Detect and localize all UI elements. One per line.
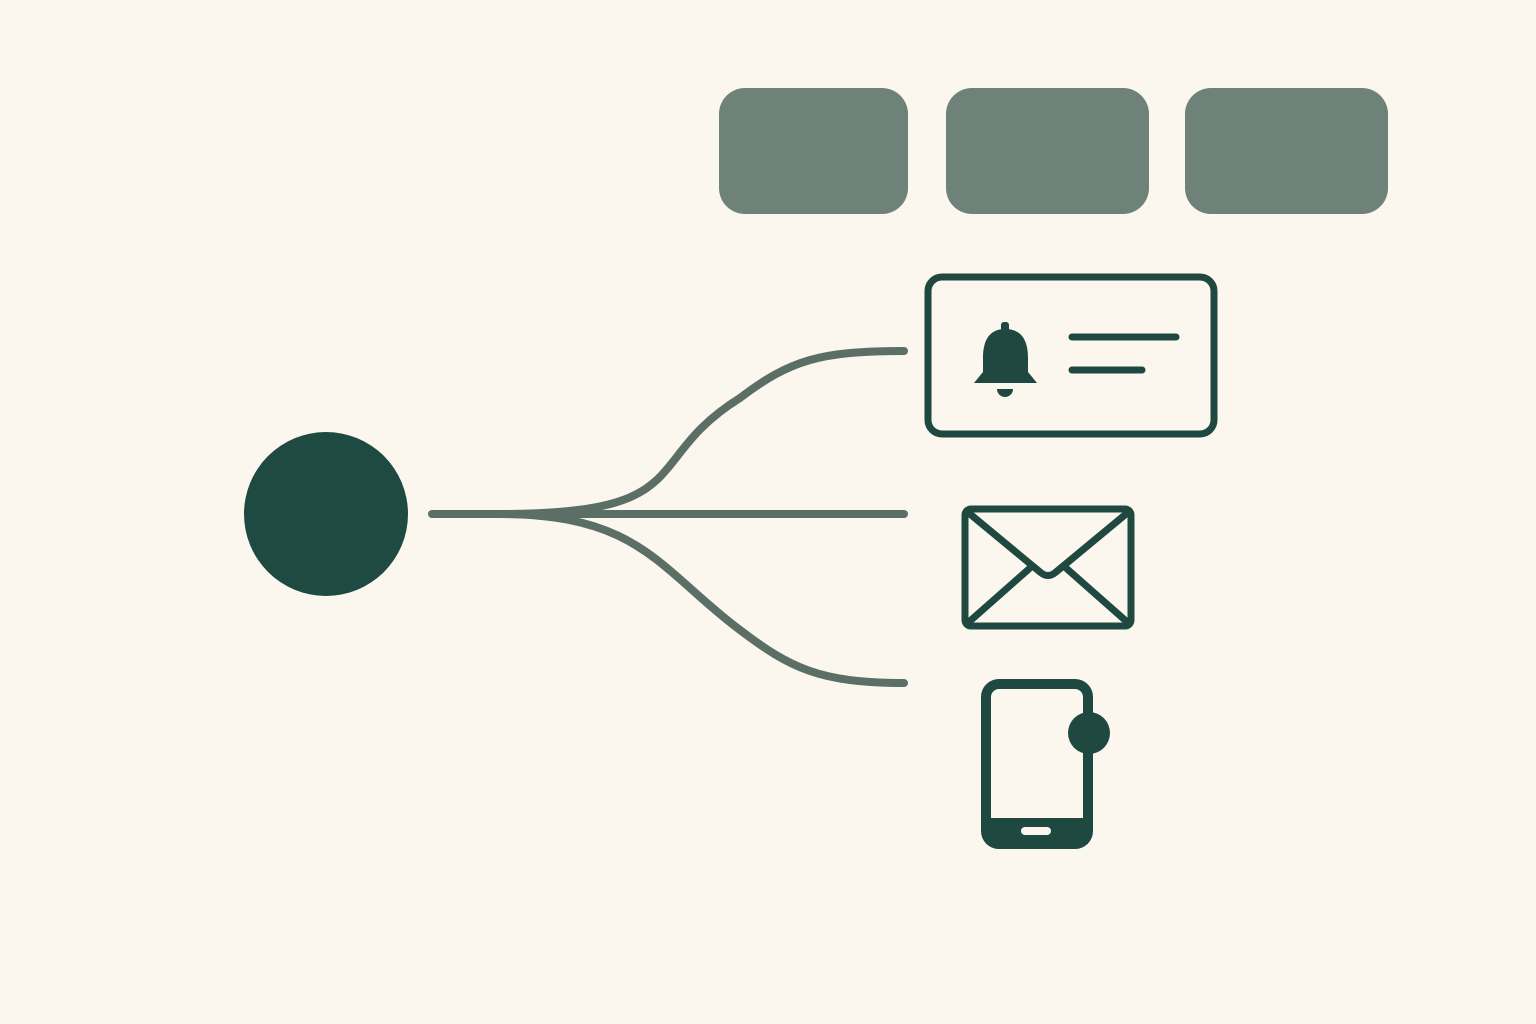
bell-icon <box>974 322 1037 397</box>
connectors <box>428 347 908 687</box>
placeholder-block-row <box>0 88 1536 214</box>
notification-card <box>924 273 1218 438</box>
mobile-notification-dot <box>1068 712 1110 754</box>
branch-to-mobile <box>496 510 908 687</box>
placeholder-block-3 <box>1185 88 1388 214</box>
source-node <box>244 432 408 596</box>
mobile-phone-icon <box>981 679 1110 849</box>
branch-to-notification <box>496 347 908 518</box>
placeholder-block-1 <box>719 88 908 214</box>
envelope-icon <box>961 505 1135 630</box>
placeholder-block-2 <box>946 88 1149 214</box>
notification-card-frame <box>924 273 1218 438</box>
